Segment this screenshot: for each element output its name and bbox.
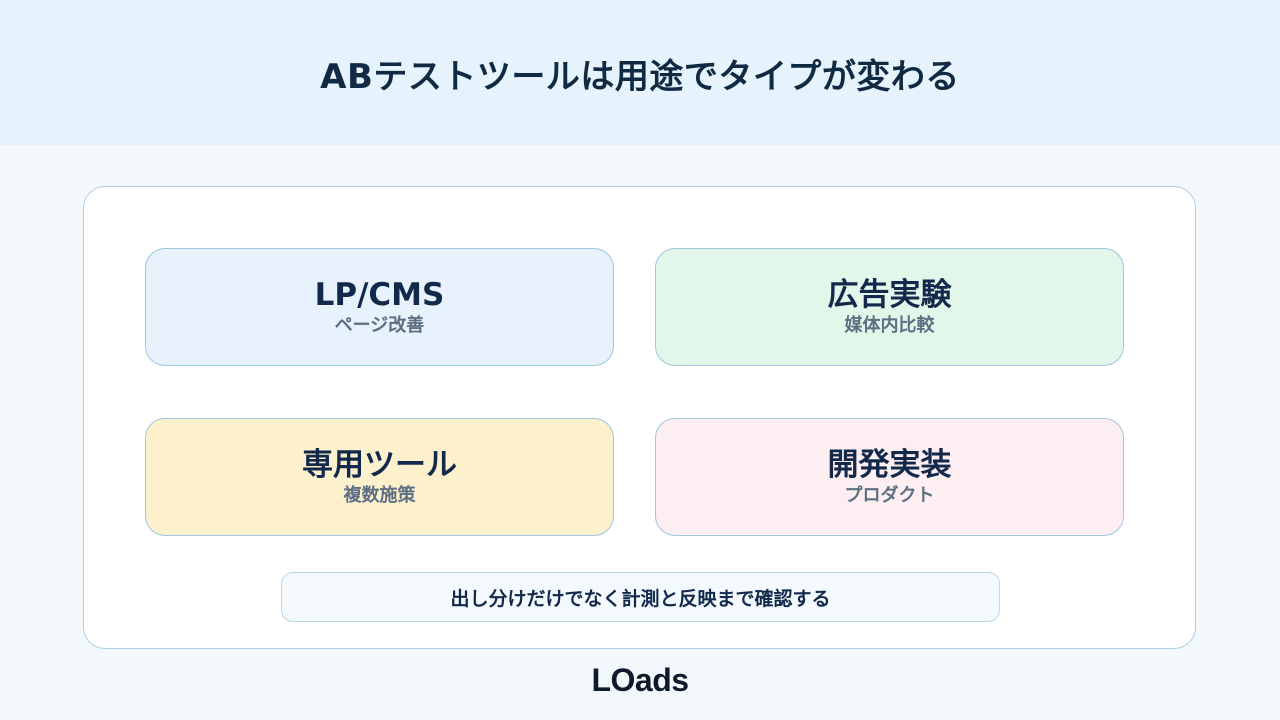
card-dedicated-tool: 専用ツール 複数施策 [145, 418, 614, 536]
page-title: ABテストツールは用途でタイプが変わる [320, 57, 960, 97]
card-subtitle: ページ改善 [334, 315, 425, 336]
card-subtitle: プロダクト [844, 485, 935, 506]
summary-note: 出し分けだけでなく計測と反映まで確認する [281, 572, 1000, 622]
card-lp-cms: LP/CMS ページ改善 [145, 248, 614, 366]
card-title: 開発実装 [827, 447, 952, 483]
card-title: 広告実験 [827, 277, 952, 313]
card-title: 専用ツール [302, 447, 457, 483]
card-ad-experiment: 広告実験 媒体内比較 [655, 248, 1124, 366]
card-subtitle: 複数施策 [343, 485, 416, 506]
brand-logo: LOads [591, 662, 689, 698]
card-subtitle: 媒体内比較 [844, 315, 935, 336]
header-banner: ABテストツールは用途でタイプが変わる [0, 0, 1280, 145]
card-dev-implementation: 開発実装 プロダクト [655, 418, 1124, 536]
card-title: LP/CMS [314, 277, 445, 313]
